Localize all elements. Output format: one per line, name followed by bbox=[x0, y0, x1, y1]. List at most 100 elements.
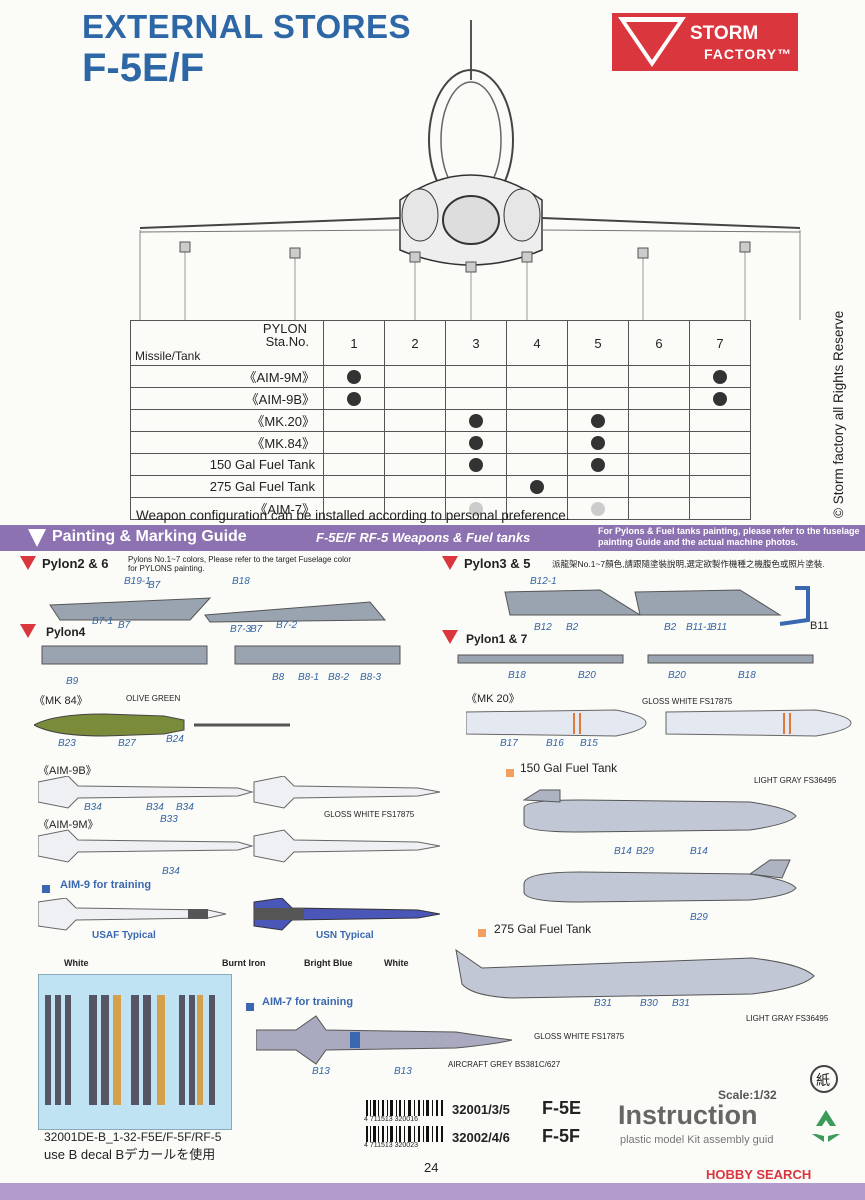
part-label: B31 bbox=[672, 998, 690, 1009]
barcode-number: 4 711513 320016 bbox=[364, 1116, 418, 1123]
heading-aim9m: 《AIM-9M》 bbox=[38, 819, 99, 831]
part-label: B20 bbox=[578, 670, 596, 681]
table-row: 275 Gal Fuel Tank bbox=[130, 475, 751, 498]
part-label: B2 bbox=[664, 622, 677, 633]
part-label: B11-1 bbox=[686, 622, 712, 633]
part-label: B20 bbox=[668, 670, 686, 681]
barcode-number: 4 711513 320023 bbox=[364, 1142, 418, 1149]
part-label: B15 bbox=[580, 738, 598, 749]
bottom-bar bbox=[0, 1183, 865, 1200]
station-dot bbox=[713, 392, 727, 407]
part-label: B34 bbox=[84, 802, 102, 813]
station-dot bbox=[591, 458, 605, 473]
section-marker-icon bbox=[442, 630, 458, 644]
gloss-white-label: GLOSS WHITE FS17875 bbox=[324, 810, 415, 819]
part-label: B8-1 bbox=[298, 672, 320, 683]
kit-number-1: 32001/3/5 bbox=[452, 1102, 510, 1117]
page-subtitle: F-5E/F bbox=[82, 46, 205, 90]
page-title: EXTERNAL STORES bbox=[82, 8, 412, 45]
fuel-tank-275 bbox=[455, 948, 815, 999]
light-gray-label: LIGHT GRAY FS36495 bbox=[754, 776, 837, 785]
watermark: HOBBY SEARCH bbox=[706, 1167, 812, 1182]
heading-pylon35: Pylon3 & 5 bbox=[464, 556, 531, 571]
gloss-white-label: GLOSS WHITE FS17875 bbox=[534, 1032, 625, 1041]
page-number: 24 bbox=[424, 1160, 439, 1175]
heading-pylon26: Pylon2 & 6 bbox=[42, 556, 109, 571]
part-label: B8-2 bbox=[328, 672, 350, 683]
decal-sheet bbox=[38, 974, 232, 1130]
copyright: © Storm factory all Rights Reserve bbox=[831, 310, 846, 518]
kit-number-2: 32002/4/6 bbox=[452, 1130, 510, 1145]
heading-mk20: 《MK 20》 bbox=[466, 693, 520, 705]
part-label: B7 bbox=[250, 624, 263, 635]
part-label: B12-1 bbox=[530, 576, 557, 587]
model-name-1: F-5E bbox=[542, 1098, 582, 1118]
part-label: B19-1 bbox=[124, 576, 151, 587]
heading-pylon4: Pylon4 bbox=[46, 625, 86, 639]
banner-note: For Pylons & Fuel tanks painting, please… bbox=[598, 526, 860, 547]
station-dot bbox=[469, 414, 483, 429]
table-row: 《MK.20》 bbox=[130, 409, 751, 432]
gloss-white-label: GLOSS WHITE FS17875 bbox=[642, 697, 733, 706]
part-label: B9 bbox=[66, 676, 79, 687]
model-name-2: F-5F bbox=[542, 1126, 580, 1146]
row-label: 《AIM-9B》 bbox=[130, 387, 324, 410]
decal-caption-2: use B decal Bデカールを使用 bbox=[44, 1147, 216, 1162]
row-label: 《AIM-9M》 bbox=[130, 365, 324, 388]
logo-text-storm: STORM bbox=[690, 23, 759, 44]
table-row: 《AIM-9M》 bbox=[130, 365, 751, 388]
pylon-drawings bbox=[41, 586, 814, 665]
station-header: 5 bbox=[567, 320, 629, 366]
fuel-tank-150 bbox=[522, 789, 797, 903]
part-label: B7-3 bbox=[230, 624, 252, 635]
pylon-table: PYLON Sta.No. Missile/Tank 1 2 3 4 5 6 7… bbox=[130, 320, 751, 520]
table-corner-pylon: PYLON bbox=[262, 321, 307, 336]
section-marker-icon bbox=[20, 556, 36, 570]
station-dot bbox=[469, 436, 483, 451]
part-label: B7 bbox=[118, 620, 131, 631]
station-dot bbox=[469, 458, 483, 473]
part-label: B18 bbox=[232, 576, 250, 587]
color-burnt-iron-label: Burnt Iron bbox=[222, 958, 266, 968]
aircraft-grey-label: AIRCRAFT GREY BS381C/627 bbox=[448, 1060, 561, 1069]
part-label: B14 bbox=[614, 846, 632, 857]
heading-aim9b: 《AIM-9B》 bbox=[38, 765, 97, 777]
table-note: Weapon configuration can be installed ac… bbox=[136, 508, 570, 523]
station-header: 7 bbox=[689, 320, 751, 366]
barcodes bbox=[366, 1100, 443, 1142]
station-header: 4 bbox=[506, 320, 568, 366]
part-label: B33 bbox=[160, 814, 178, 825]
painting-guide-banner: Painting & Marking Guide F-5E/F RF-5 Wea… bbox=[0, 525, 865, 551]
station-header: 2 bbox=[384, 320, 446, 366]
station-dot bbox=[591, 414, 605, 429]
station-dot bbox=[347, 370, 361, 385]
part-label: B7 bbox=[148, 580, 161, 591]
instruction-title: Instruction bbox=[618, 1100, 758, 1130]
heading-pylon17: Pylon1 & 7 bbox=[466, 632, 528, 646]
part-label: B12 bbox=[534, 622, 552, 633]
part-label: B34 bbox=[162, 866, 180, 877]
station-header: 3 bbox=[445, 320, 507, 366]
section-marker-icon bbox=[20, 624, 36, 638]
color-white-label: White bbox=[384, 958, 409, 968]
table-corner-sta: Sta.No. bbox=[265, 334, 309, 349]
part-label: B34 bbox=[146, 802, 164, 813]
row-label: 《MK.20》 bbox=[130, 409, 324, 432]
station-dot bbox=[713, 370, 727, 385]
part-label: B7-2 bbox=[276, 620, 298, 631]
station-dot bbox=[591, 436, 605, 451]
part-label: B18 bbox=[738, 670, 756, 681]
olive-color-label: OLIVE GREEN bbox=[126, 694, 181, 703]
station-header: 6 bbox=[628, 320, 690, 366]
part-label: B14 bbox=[690, 846, 708, 857]
part-label: B8-3 bbox=[360, 672, 382, 683]
banner-logo-icon bbox=[28, 529, 46, 547]
part-label: B7-1 bbox=[92, 616, 114, 627]
station-dot bbox=[347, 392, 361, 407]
heading-fuel275: 275 Gal Fuel Tank bbox=[494, 922, 592, 936]
heading-aim9-training: AIM-9 for training bbox=[60, 879, 152, 891]
aim9-training-missiles bbox=[38, 898, 441, 931]
part-label: B27 bbox=[118, 738, 136, 749]
part-label: B13 bbox=[312, 1066, 330, 1077]
aim7-missile bbox=[256, 1015, 513, 1065]
